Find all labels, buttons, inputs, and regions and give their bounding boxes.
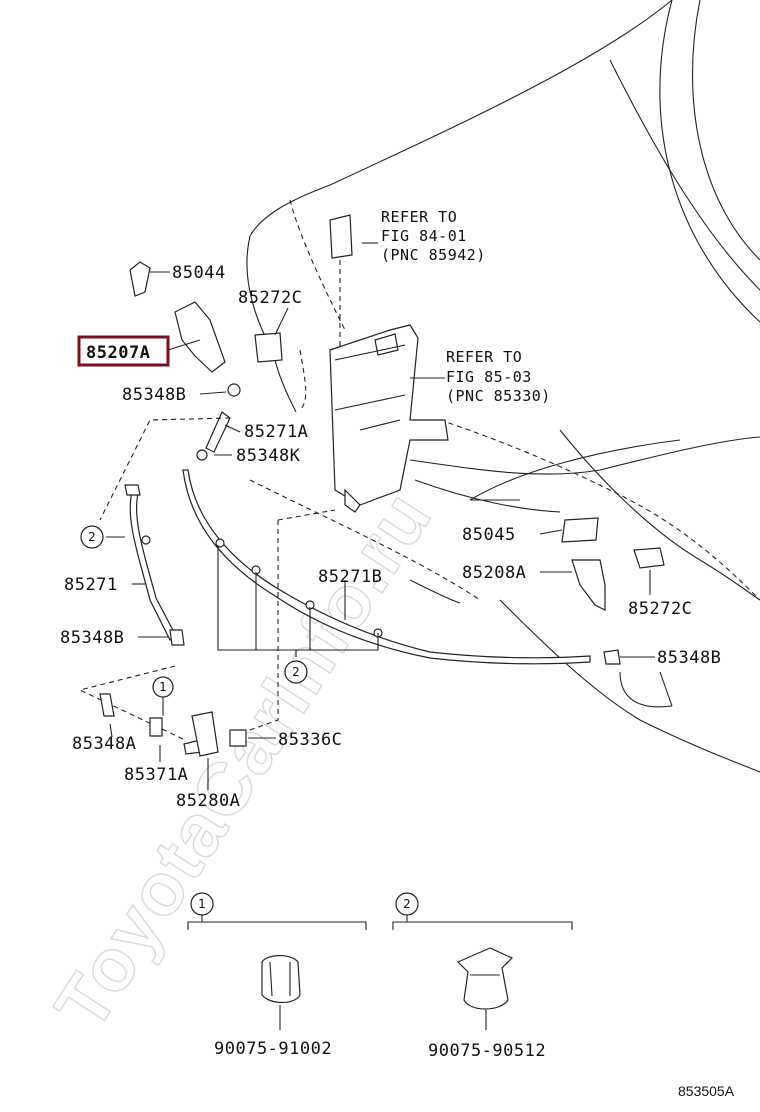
label-85272c-top: 85272C	[238, 288, 302, 308]
part-85280a-shape	[191, 711, 219, 757]
label-85045: 85045	[462, 525, 516, 545]
label-85348b-right: 85348B	[657, 648, 721, 668]
label-85348b-top: 85348B	[122, 385, 186, 405]
part-labels: 85044 85272C 85207A 85348B 85271A 85348K…	[60, 263, 721, 811]
reference-notes: REFER TO FIG 84-01 (PNC 85942) REFER TO …	[381, 208, 551, 405]
callout-circles: 2 2 1	[80, 525, 308, 698]
callout-1: 1	[159, 680, 167, 694]
watermark-text: ToyotaCarInfo.ru	[39, 476, 448, 1043]
label-85207a: 85207A	[86, 343, 150, 363]
ref2-line3: (PNC 85330)	[446, 387, 551, 405]
label-85272c-right: 85272C	[628, 599, 692, 619]
label-85336c: 85336C	[278, 730, 342, 750]
part-85207a-shape	[174, 301, 226, 373]
detail-callout-1: 1	[198, 897, 206, 911]
ref1-line1: REFER TO	[381, 208, 457, 226]
label-90075-91002: 90075-91002	[214, 1039, 332, 1059]
vehicle-body-outline	[246, 0, 760, 773]
figure-code: 853505A	[678, 1083, 735, 1099]
part-85044-shape	[129, 261, 151, 297]
detail-callout-2: 2	[403, 897, 411, 911]
ref2-line1: REFER TO	[446, 348, 522, 366]
label-85371a: 85371A	[124, 765, 188, 785]
clip-90075-91002-shape	[261, 955, 301, 1004]
label-85348b-left: 85348B	[60, 628, 124, 648]
ref1-line2: FIG 84-01	[381, 227, 467, 245]
label-85348a: 85348A	[72, 734, 136, 754]
clip-details: 1 90075-91002 2 90075-90512	[187, 892, 573, 1061]
label-85208a: 85208A	[462, 563, 526, 583]
label-85271a: 85271A	[244, 422, 308, 442]
label-85271b: 85271B	[318, 567, 382, 587]
callout-2-center: 2	[292, 665, 300, 679]
clip-90075-90512-shape	[456, 947, 514, 1010]
hose-lines	[124, 411, 591, 665]
highlight-box	[77, 335, 170, 367]
part-85208a-shape	[571, 559, 606, 611]
callout-2-left: 2	[88, 530, 96, 544]
part-85045-shape	[561, 517, 599, 543]
label-85280a: 85280A	[176, 791, 240, 811]
label-85271: 85271	[64, 575, 118, 595]
label-85348k: 85348K	[236, 446, 301, 466]
washer-tank-drawing	[329, 214, 449, 513]
label-85044: 85044	[172, 263, 226, 283]
leader-lines	[106, 242, 655, 790]
ref2-line2: FIG 85-03	[446, 368, 532, 386]
ref1-line3: (PNC 85942)	[381, 246, 486, 264]
small-parts	[99, 261, 665, 757]
label-90075-90512: 90075-90512	[428, 1041, 546, 1061]
